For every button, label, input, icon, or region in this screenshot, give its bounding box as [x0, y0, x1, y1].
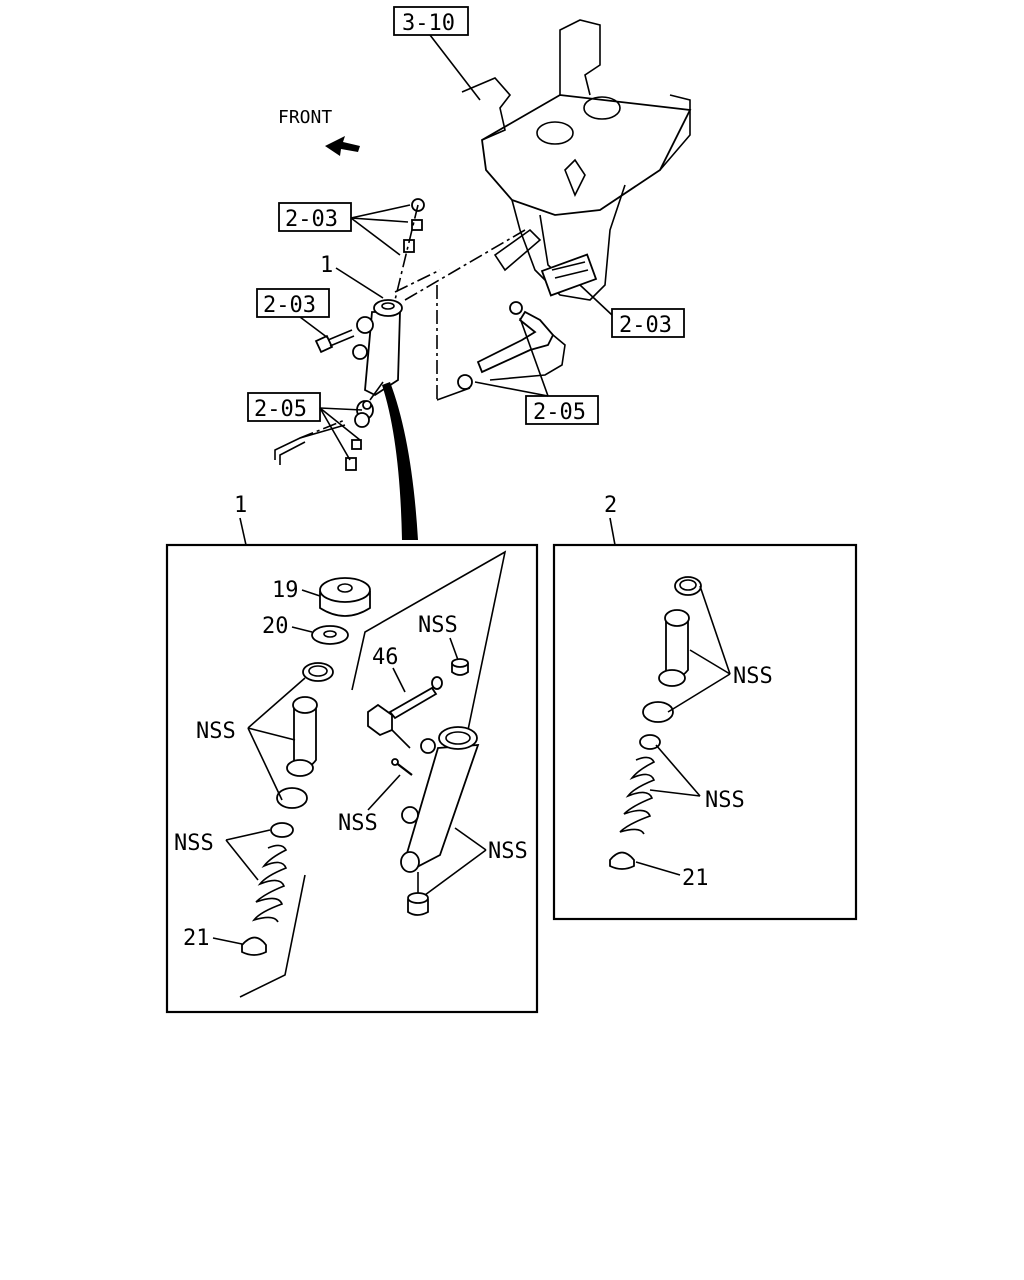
detail-box-kit	[552, 543, 858, 921]
clevis-pin-hardware	[394, 198, 425, 301]
ref-box-2-05-b	[525, 395, 599, 425]
clutch-master-cylinder	[352, 299, 403, 420]
ref-label-2-03-c: 2-03	[619, 313, 672, 338]
ref-label-2-03-a: 2-03	[285, 207, 338, 232]
ref-label-2-05-a: 2-05	[254, 397, 307, 422]
part-20-label: 20	[262, 614, 289, 639]
ref-label-3-10: 3-10	[402, 11, 455, 36]
ref-box-2-05-a	[247, 392, 321, 422]
reservoir-hose	[436, 285, 566, 401]
detail-box-cylinder	[165, 543, 539, 1014]
nss-label-1d: NSS	[338, 811, 378, 836]
nss-label-2a: NSS	[733, 664, 773, 689]
ref-label-2-05-b: 2-05	[533, 400, 586, 425]
ref-label-2-03-b: 2-03	[263, 293, 316, 318]
part-19-dust-boot	[319, 577, 371, 617]
arrow-left-icon	[325, 136, 360, 156]
callout-1-main: 1	[320, 253, 333, 278]
part-21-label-detail1: 21	[183, 926, 210, 951]
ref-box-2-03-a	[278, 202, 352, 232]
nss-label-2b: NSS	[705, 788, 745, 813]
part-20-washer	[311, 625, 349, 645]
pushrod-dashed-line	[404, 229, 526, 301]
piston-seal-kit	[276, 662, 334, 809]
reservoir-grommet	[451, 658, 469, 676]
retaining-pin	[391, 758, 413, 776]
part-46-label: 46	[372, 645, 399, 670]
callout-2-detail: 2	[604, 493, 617, 518]
nss-label-1a: NSS	[196, 719, 236, 744]
pedal-bracket	[461, 19, 692, 301]
part-19-label: 19	[272, 578, 299, 603]
part-21-label-detail2: 21	[682, 866, 709, 891]
nss-label-1e: NSS	[488, 839, 528, 864]
repair-kit-spring	[609, 734, 661, 870]
hydraulic-pipe-left	[274, 400, 372, 471]
nss-label-1b: NSS	[174, 831, 214, 856]
front-label: FRONT	[278, 107, 332, 128]
part-46-union-fitting	[367, 676, 443, 749]
ref-box-3-10	[393, 6, 469, 36]
master-cylinder-body	[400, 726, 480, 916]
callout-1-detail: 1	[234, 493, 247, 518]
mounting-bolt	[314, 329, 355, 354]
nss-label-1c: NSS	[418, 613, 458, 638]
return-spring	[241, 822, 294, 956]
ref-box-2-03-c	[611, 308, 685, 338]
leader-3-10	[429, 34, 481, 101]
ref-box-2-03-b	[256, 288, 330, 318]
repair-kit-seals	[642, 576, 702, 723]
detail-pointer-arrow	[382, 382, 418, 540]
